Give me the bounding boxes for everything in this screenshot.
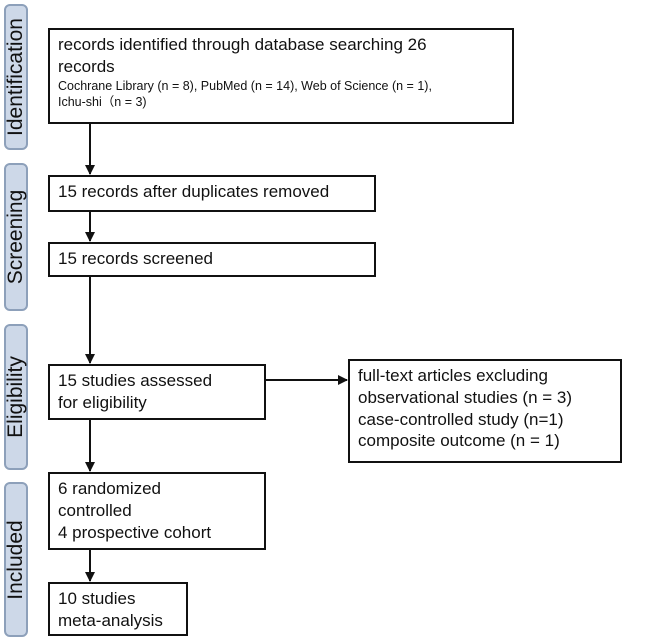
box-text: 10 studies	[58, 589, 136, 608]
stage-identification: Identification	[4, 4, 28, 150]
included-studies-box: 6 randomized controlled 4 prospective co…	[48, 472, 266, 550]
box-text: Ichu-shi（n = 3)	[58, 94, 147, 109]
excluded-articles-box: full-text articles excluding observation…	[348, 359, 622, 463]
meta-analysis-box: 10 studies meta-analysis	[48, 582, 188, 636]
box-text: 4 prospective cohort	[58, 522, 212, 542]
stage-screening: Screening	[4, 163, 28, 311]
assessed-eligibility-box: 15 studies assessed for eligibility	[48, 364, 266, 420]
box-text: 6 randomized	[58, 479, 162, 498]
duplicates-removed-box: 15 records after duplicates removed	[48, 175, 376, 212]
records-screened-box: 15 records screened	[48, 242, 376, 277]
box-text: records	[58, 56, 115, 76]
box-text: 15 studies assessed	[58, 371, 213, 390]
box-text: meta-analysis	[58, 610, 163, 630]
box-text: for eligibility	[58, 392, 147, 412]
records-identified-box: records identified through database sear…	[48, 28, 514, 124]
box-text: composite outcome (n = 1)	[358, 431, 560, 451]
stage-included: Included	[4, 482, 28, 637]
box-text: Cochrane Library (n = 8), PubMed (n = 14…	[58, 78, 432, 93]
stage-eligibility: Eligibility	[4, 324, 28, 470]
box-text: 15 records after duplicates removed	[58, 182, 330, 201]
box-text: 15 records screened	[58, 249, 213, 268]
box-text: controlled	[58, 500, 132, 520]
box-text: records identified through database sear…	[58, 35, 427, 54]
box-text: full-text articles excluding	[358, 366, 548, 385]
box-text: observational studies (n = 3)	[358, 387, 573, 407]
box-text: case-controlled study (n=1)	[358, 409, 564, 429]
